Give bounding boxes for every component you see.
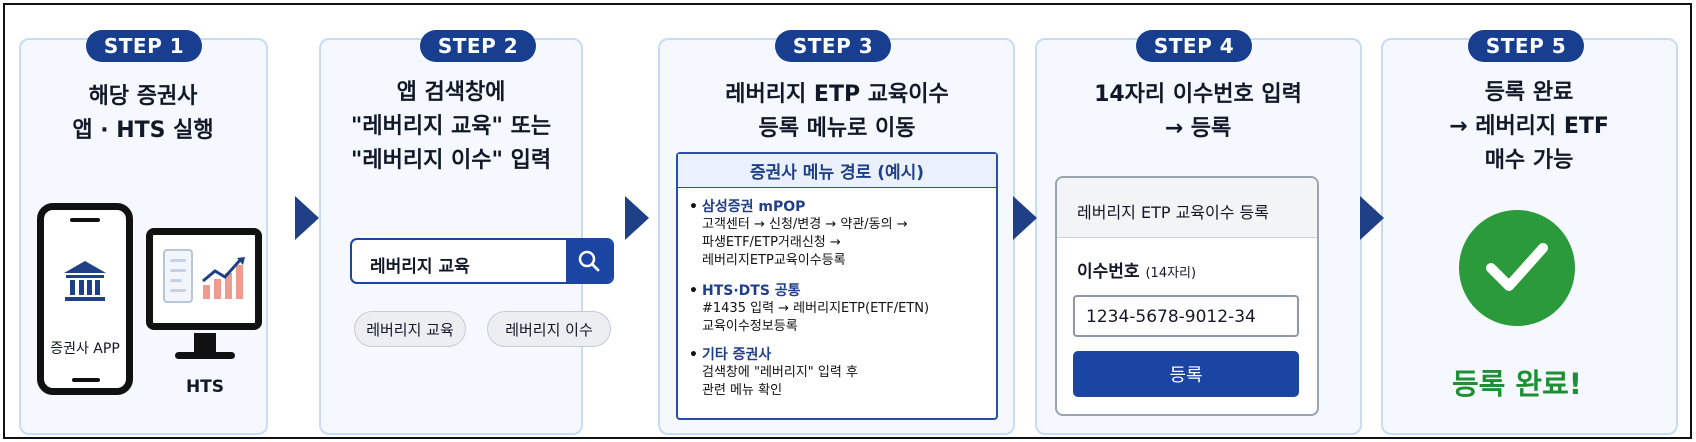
phone-label: 증권사 APP xyxy=(50,341,120,357)
registration-complete-text: 등록 완료! xyxy=(1451,367,1583,401)
step-2-title-line-2: "레버리지 교육" 또는 xyxy=(350,114,552,139)
step-4-title: 14자리 이수번호 입력 → 등록 xyxy=(1036,78,1360,146)
route-line: 교육이수정보등록 xyxy=(702,319,798,334)
search-button[interactable] xyxy=(566,240,612,282)
step-1-title: 해당 증권사 앱 · HTS 실행 xyxy=(20,80,266,148)
step-2-title-line-1: 앱 검색창에 xyxy=(396,80,506,105)
menu-path-title: 증권사 메뉴 경로 (예시) xyxy=(678,154,996,188)
step-card-2 xyxy=(319,38,583,435)
route-title: 기타 증권사 xyxy=(686,346,986,364)
monitor-icon xyxy=(146,228,262,330)
arrow-right-icon xyxy=(1013,196,1037,240)
step-5-badge: STEP 5 xyxy=(1468,30,1584,62)
monitor-stand xyxy=(194,333,216,352)
phone-notch xyxy=(70,218,100,222)
check-circle-icon xyxy=(1459,210,1575,326)
route-line: #1435 입력 → 레버리지ETP(ETF/ETN) xyxy=(702,301,930,316)
step-5-title-line-2: → 레버리지 ETF xyxy=(1449,114,1609,139)
step-2-title: 앱 검색창에 "레버리지 교육" 또는 "레버리지 이수" 입력 xyxy=(320,76,582,178)
step-1-title-line-2: 앱 · HTS 실행 xyxy=(72,118,214,143)
step-3-title: 레버리지 ETP 교육이수 등록 메뉴로 이동 xyxy=(660,78,1014,146)
step-3-title-line-1: 레버리지 ETP 교육이수 xyxy=(725,82,949,107)
step-1-badge: STEP 1 xyxy=(86,30,202,62)
step-3-title-line-2: 등록 메뉴로 이동 xyxy=(758,116,916,141)
route-line: 레버리지ETP교육이수등록 xyxy=(702,253,846,268)
form-title: 레버리지 ETP 교육이수 등록 xyxy=(1057,178,1317,238)
hts-label: HTS xyxy=(185,377,225,397)
chart-icon xyxy=(202,257,245,299)
registration-form: 레버리지 ETP 교육이수 등록 이수번호 (14자리) 1234-5678-9… xyxy=(1055,176,1319,416)
search-suggestion-chip[interactable]: 레버리지 교육 xyxy=(354,311,466,347)
arrow-right-icon xyxy=(1360,196,1384,240)
route-line: 관련 메뉴 확인 xyxy=(702,383,783,398)
search-icon xyxy=(578,250,600,272)
search-input-value: 레버리지 교육 xyxy=(370,257,470,277)
arrow-right-icon xyxy=(295,196,319,240)
completion-number-label: 이수번호 (14자리) xyxy=(1077,257,1196,282)
route-other: 기타 증권사 검색창에 "레버리지" 입력 후 관련 메뉴 확인 xyxy=(686,346,986,400)
step-4-badge: STEP 4 xyxy=(1136,30,1252,62)
route-title: 삼성증권 mPOP xyxy=(686,198,986,216)
route-title: HTS·DTS 공통 xyxy=(686,282,986,300)
step-2-badge: STEP 2 xyxy=(420,30,536,62)
checkmark-icon xyxy=(1486,243,1548,291)
step-2-title-line-3: "레버리지 이수" 입력 xyxy=(350,148,552,173)
route-samsung: 삼성증권 mPOP 고객센터 → 신청/변경 → 약관/동의 → 파생ETF/E… xyxy=(686,198,986,270)
phone-home-bar xyxy=(72,378,100,382)
monitor-base xyxy=(175,352,235,359)
arrow-right-icon xyxy=(625,196,649,240)
route-hts-dts: HTS·DTS 공통 #1435 입력 → 레버리지ETP(ETF/ETN) 교… xyxy=(686,282,986,336)
step-3-badge: STEP 3 xyxy=(775,30,891,62)
field-label: 이수번호 xyxy=(1077,262,1140,282)
step-5-title-line-1: 등록 완료 xyxy=(1484,80,1574,105)
search-input[interactable]: 레버리지 교육 xyxy=(350,238,614,284)
step-5-title-line-3: 매수 가능 xyxy=(1484,148,1574,173)
route-line: 검색창에 "레버리지" 입력 후 xyxy=(702,365,858,380)
step-5-title: 등록 완료 → 레버리지 ETF 매수 가능 xyxy=(1382,76,1676,178)
step-4-title-line-1: 14자리 이수번호 입력 xyxy=(1094,82,1302,107)
menu-path-panel: 증권사 메뉴 경로 (예시) 삼성증권 mPOP 고객센터 → 신청/변경 → … xyxy=(676,152,998,420)
smartphone-icon: 증권사 APP xyxy=(37,203,133,395)
search-suggestion-chip[interactable]: 레버리지 이수 xyxy=(487,311,611,347)
step-1-title-line-1: 해당 증권사 xyxy=(88,84,198,109)
field-hint: (14자리) xyxy=(1145,266,1197,281)
bank-icon xyxy=(64,261,106,301)
register-button[interactable]: 등록 xyxy=(1073,351,1299,397)
route-line: 고객센터 → 신청/변경 → 약관/동의 → xyxy=(702,217,908,232)
route-line: 파생ETF/ETP거래신청 → xyxy=(702,235,841,250)
step-4-title-line-2: → 등록 xyxy=(1164,116,1232,141)
document-icon xyxy=(163,249,193,303)
completion-number-input[interactable]: 1234-5678-9012-34 xyxy=(1073,295,1299,337)
